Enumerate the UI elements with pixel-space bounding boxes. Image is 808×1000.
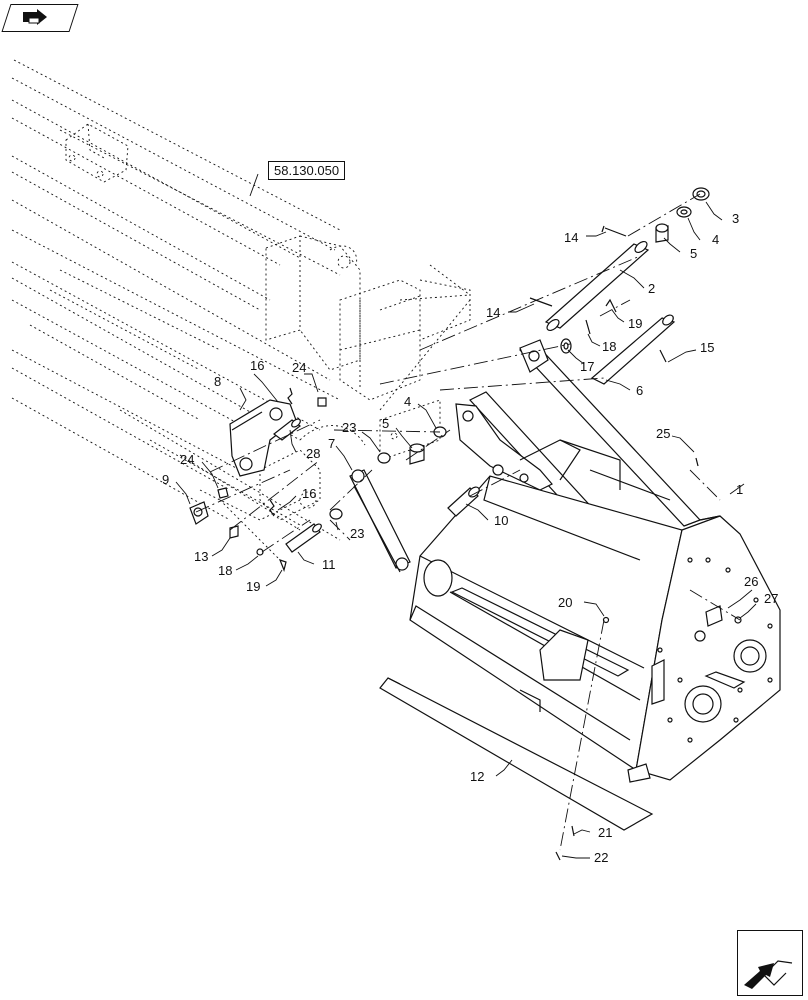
callout-21: 21 [598,825,612,840]
callout-4-upper: 4 [712,232,719,247]
washer-4-upper [676,206,692,218]
callout-15: 15 [700,340,714,355]
bushing-5-lower [409,443,425,465]
bracket-9 [189,501,209,525]
callout-20: 20 [558,595,572,610]
callout-26: 26 [744,574,758,589]
pin-24-lower [217,487,229,499]
callout-16-lower: 16 [302,486,316,501]
callout-19-upper: 19 [628,316,642,331]
callout-6: 6 [636,383,643,398]
callout-14-upper: 14 [564,230,578,245]
callout-4-lower: 4 [404,394,411,409]
callout-13: 13 [194,549,208,564]
cap-3 [692,187,710,201]
callout-23-lower: 23 [350,526,364,541]
spring-16-upper [287,387,293,405]
callout-28: 28 [306,446,320,461]
bolt-20 [602,616,610,624]
mounting-structure-dotted [199,235,471,561]
callout-23-upper: 23 [342,420,356,435]
pin-19-lower [278,559,287,572]
roller-28 [273,418,301,441]
clip-13 [229,525,239,539]
pin-24-upper [317,397,327,407]
callout-10: 10 [494,513,508,528]
upper-bracket [65,123,129,183]
spring-16-lower [269,499,275,517]
centerlines [195,193,741,851]
shaft-2 [544,240,650,332]
callout-27: 27 [764,591,778,606]
callout-24-lower: 24 [180,452,194,467]
callout-2: 2 [648,281,655,296]
callout-25: 25 [656,426,670,441]
arm-8 [229,399,297,477]
pin-18-upper [585,319,591,335]
pin-18-lower [256,548,264,556]
callout-7: 7 [328,436,335,451]
washer-23-lower [329,508,343,520]
callout-1: 1 [736,482,743,497]
shaft-6 [590,314,676,385]
conveyor-frame-outline [11,59,471,541]
link-7 [349,469,411,573]
bolt-21 [571,825,575,837]
callout-3: 3 [732,211,739,226]
callout-11: 11 [322,557,336,572]
reference-box[interactable]: 58.130.050 [268,161,346,180]
back-button[interactable] [1,4,79,32]
callout-19-lower: 19 [246,579,260,594]
washer-23-upper [377,452,391,464]
callout-17: 17 [580,359,594,374]
callout-8: 8 [214,374,221,389]
callout-22: 22 [594,850,608,865]
clip-26 [705,605,723,627]
next-page-button[interactable] [737,930,803,996]
callout-16-upper: 16 [250,358,264,373]
spacer-17 [560,338,572,354]
pin-19-upper [605,298,617,313]
callout-5-lower: 5 [382,416,389,431]
callout-18-lower: 18 [218,563,232,578]
bushing-5-upper [655,223,669,243]
callout-9: 9 [162,472,169,487]
main-housing-1 [409,339,781,783]
next-page-arrow-icon [744,960,793,989]
roller-11 [285,523,322,553]
callout-24-upper: 24 [292,360,306,375]
nut-22 [555,851,561,861]
plate-12 [379,677,654,831]
callout-labels: 1 2 3 4 5 14 14 19 18 17 15 6 25 4 5 23 … [162,211,778,865]
callout-14-lower: 14 [486,305,500,320]
bolt-25 [695,457,699,467]
bolt-27 [734,616,742,624]
leader-lines [175,173,757,859]
pin-14-lower [529,297,553,307]
back-arrow-icon [23,9,47,25]
roller-10 [447,486,480,517]
pin-14-upper [601,225,627,237]
callout-12: 12 [470,769,484,784]
pin-15 [659,349,667,363]
callout-18-upper: 18 [602,339,616,354]
callout-5-upper: 5 [690,246,697,261]
